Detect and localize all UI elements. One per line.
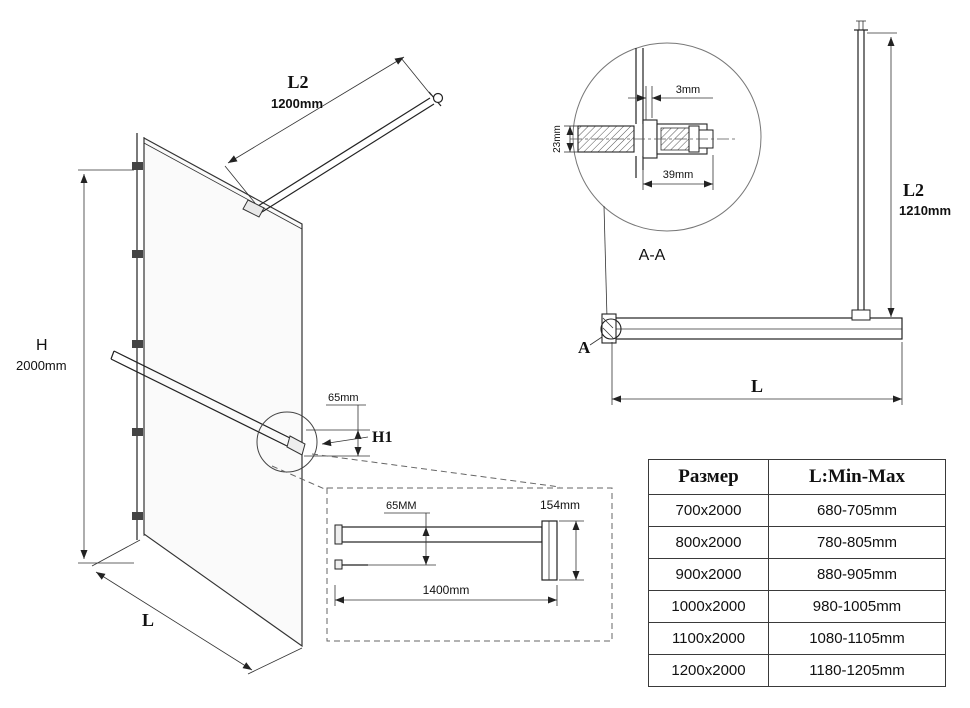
- range-cell: 680-705mm: [768, 494, 946, 527]
- glass-bracket-side: [541, 520, 558, 581]
- a-marker-circle: [600, 318, 622, 340]
- support-bar: [257, 97, 431, 207]
- wall-clip: [132, 428, 143, 436]
- table-header-row: Размер L:Min-Max: [648, 459, 946, 495]
- size-table: Размер L:Min-Max 700x2000 680-705mm 800x…: [648, 459, 946, 687]
- l2-side-label: L2: [903, 180, 924, 200]
- bracket-height-value: 154mm: [540, 498, 580, 512]
- table-header-size: Размер: [648, 459, 769, 495]
- detail-box: [326, 487, 613, 642]
- l-side-label: L: [751, 376, 763, 396]
- size-cell: 1000x2000: [648, 590, 769, 623]
- table-row: 1000x2000 980-1005mm: [648, 590, 946, 623]
- h1-label: H1: [372, 429, 392, 446]
- towel-bar: [113, 350, 291, 439]
- glass-clamp: [242, 199, 265, 218]
- side-view: L2 1210mm A L: [578, 20, 951, 405]
- a-marker-label: A: [578, 338, 591, 357]
- detail-height-label: 65MM: [386, 500, 417, 512]
- size-cell: 700x2000: [648, 494, 769, 527]
- wall-clip: [132, 512, 143, 520]
- detail-leader: [271, 465, 328, 491]
- table-row: 1200x2000 1180-1205mm: [648, 654, 946, 687]
- range-cell: 1080-1105mm: [768, 622, 946, 655]
- section-aa-view: 3mm 23mm 39mm A-A: [552, 42, 762, 319]
- detail-circle: [256, 411, 318, 473]
- bar-height-value: 65mm: [328, 392, 359, 404]
- section-leader: [603, 205, 608, 319]
- size-cell: 1200x2000: [648, 654, 769, 687]
- size-cell: 900x2000: [648, 558, 769, 591]
- range-cell: 980-1005mm: [768, 590, 946, 623]
- bar-side-view: [341, 526, 543, 543]
- bar-length-value: 1400mm: [423, 583, 470, 597]
- top-bar-side: [611, 317, 903, 340]
- l2-dimension-label: L2: [287, 72, 308, 92]
- pole-connector: [851, 309, 871, 321]
- isometric-view: H 2000mm L L2 1200mm: [16, 56, 561, 675]
- detail-leader: [311, 453, 561, 488]
- table-row: 700x2000 680-705mm: [648, 494, 946, 527]
- thickness-dimension-value: 23mm: [552, 125, 563, 153]
- table-row: 800x2000 780-805mm: [648, 526, 946, 559]
- wall-clip: [132, 162, 143, 170]
- range-cell: 1180-1205mm: [768, 654, 946, 687]
- gap-dimension-value: 3mm: [676, 84, 700, 96]
- bar-detail-view: 65MM 154mm 1400mm: [326, 487, 613, 642]
- range-cell: 780-805mm: [768, 526, 946, 559]
- table-row: 1100x2000 1080-1105mm: [648, 622, 946, 655]
- bar-end-bracket: [286, 435, 306, 456]
- l-dimension-label: L: [142, 610, 154, 630]
- section-title: A-A: [639, 247, 666, 264]
- l2-side-value: 1210mm: [899, 203, 951, 218]
- table-header-range: L:Min-Max: [768, 459, 946, 495]
- wall-clip: [132, 340, 143, 348]
- size-cell: 800x2000: [648, 526, 769, 559]
- depth-dimension-value: 39mm: [663, 169, 694, 181]
- h-dimension-label: H: [36, 337, 48, 354]
- l2-dimension-value: 1200mm: [271, 96, 323, 111]
- range-cell: 880-905mm: [768, 558, 946, 591]
- glass-panel: [143, 136, 303, 648]
- l2-dimension-line: [227, 56, 405, 164]
- size-cell: 1100x2000: [648, 622, 769, 655]
- wall-flange: [432, 92, 444, 104]
- wall-clip: [132, 250, 143, 258]
- h-dimension-value: 2000mm: [16, 358, 67, 373]
- table-row: 900x2000 880-905mm: [648, 558, 946, 591]
- l-dimension-line: [95, 571, 253, 671]
